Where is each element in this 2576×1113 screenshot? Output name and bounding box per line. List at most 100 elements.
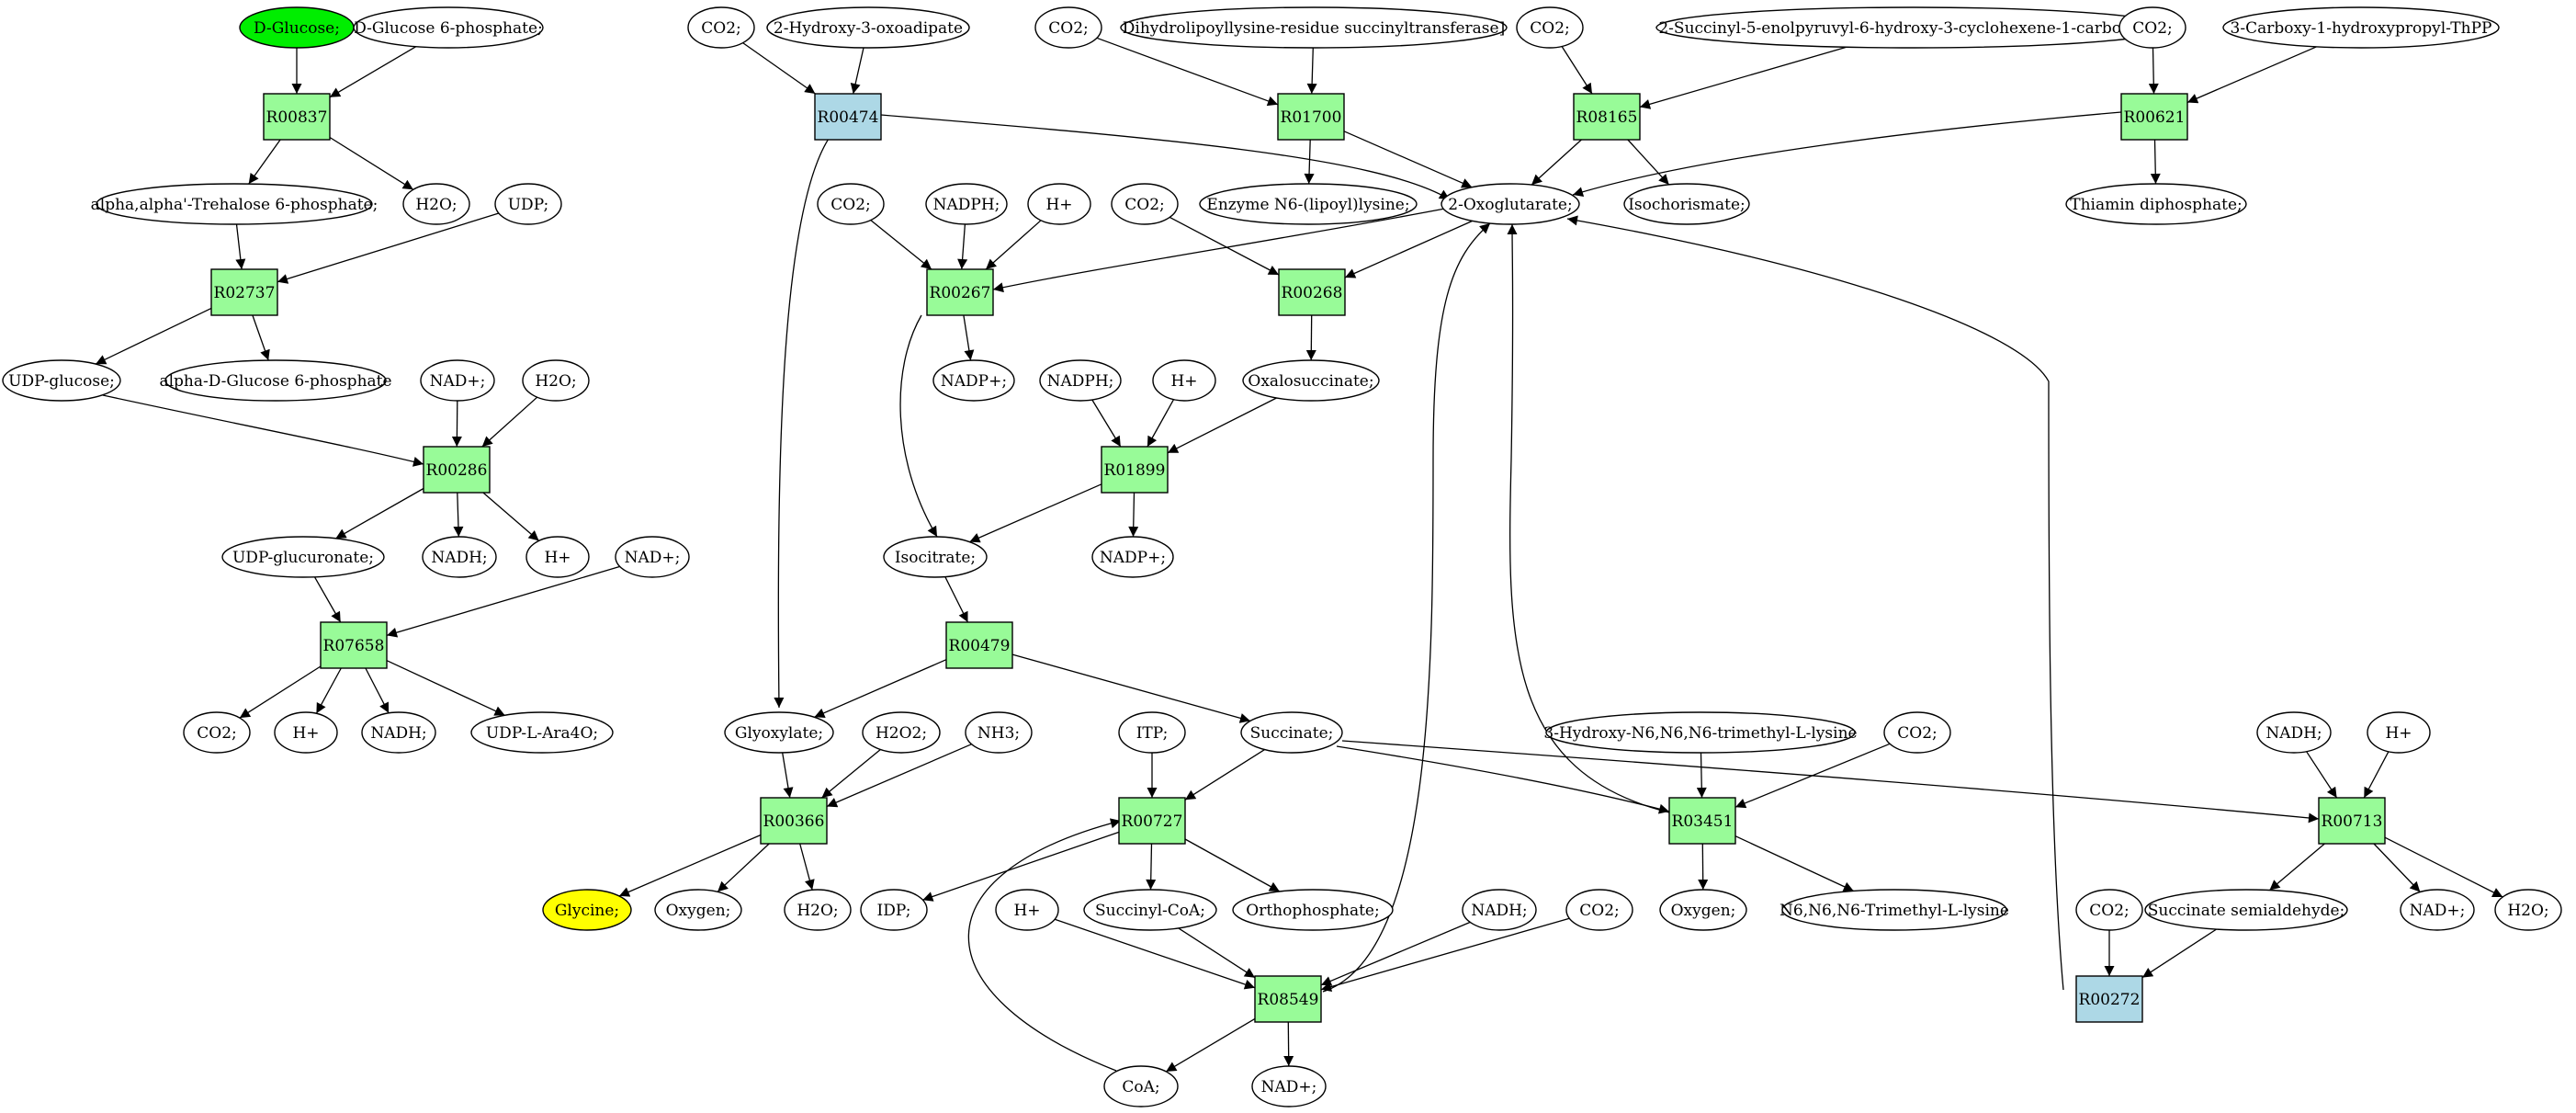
compound-ellipse [932, 359, 1015, 402]
edge-R00286-to-udpglucuronate [335, 487, 424, 539]
compound-node-oxalosuccinate: Oxalosuccinate; [1242, 359, 1380, 402]
compound-ellipse [96, 183, 373, 225]
edge-R00267-to-nadp_267 [963, 314, 975, 361]
compound-node-thiamin: Thiamin diphosphate; [2065, 183, 2247, 225]
compound-ellipse [766, 6, 970, 49]
node-label: NADPH; [1047, 372, 1114, 391]
compound-node-oxygen_366: Oxygen; [654, 889, 742, 931]
edge-R08165-to-oxoglutarate [1531, 139, 1582, 186]
edge-h_8549-to-R08549 [1054, 918, 1256, 990]
compound-node-nadh_286: NADH; [422, 536, 497, 578]
compound-node-succsemialdehyde: Succinate semialdehyde; [2144, 889, 2348, 931]
edge-succinate-to-R03451 [1336, 745, 1670, 814]
edge-nadph_1899-to-R01899 [1091, 399, 1122, 448]
reaction-node-R00272: R00272 [2075, 975, 2143, 1023]
compound-node-hydroxytrimethyl: 3-Hydroxy-N6,N6,N6-trimethyl-L-lysine [1543, 711, 1858, 754]
compound-node-h2o_713: H2O; [2494, 889, 2562, 931]
compound-node-coa: CoA; [1103, 1065, 1179, 1107]
reaction-box [210, 268, 278, 316]
compound-ellipse [2065, 183, 2247, 225]
node-label: H2O2; [876, 724, 927, 743]
edge-R00366-to-oxygen_366 [717, 843, 770, 892]
compound-node-co2_272: CO2; [2075, 889, 2143, 931]
edge-R00286-to-h_286 [482, 492, 540, 541]
reaction-box [1277, 93, 1345, 141]
node-label: Succinate semialdehyde; [2148, 902, 2345, 920]
edge-udp_1-to-R02737 [277, 212, 500, 284]
compound-node-h_7658: H+ [274, 711, 338, 754]
edge-R00727-to-orthophosphate [1184, 838, 1281, 892]
reaction-node-R00621: R00621 [2120, 93, 2188, 141]
compound-ellipse [784, 889, 852, 931]
node-label: H2O; [535, 372, 576, 391]
compound-ellipse [2, 359, 121, 402]
compound-ellipse [615, 536, 690, 578]
compound-ellipse [860, 889, 928, 931]
edge-R01899-to-isocitrate [969, 483, 1102, 543]
compound-node-udpglucose: UDP-glucose; [2, 359, 121, 402]
node-label: CO2; [1048, 19, 1089, 38]
edge-hydroxytrimethyl-to-R03451 [1696, 752, 1707, 799]
compound-node-co2_1700: CO2; [1034, 6, 1102, 49]
reaction-box [760, 797, 828, 845]
compound-ellipse [2222, 6, 2500, 49]
compound-node-co2_8165: CO2; [1516, 6, 1584, 49]
compound-ellipse [1103, 1065, 1179, 1107]
edge-oxoglutarate-to-R00268 [1344, 220, 1473, 278]
node-label: CO2; [2132, 19, 2173, 38]
node-label: R03451 [1672, 812, 1734, 831]
compound-node-h2o_286: H2O; [522, 359, 590, 402]
compound-ellipse [2494, 889, 2562, 931]
edge-udpglucose-to-R00286 [102, 394, 424, 467]
edge-oxalosuccinate-to-R01899 [1167, 397, 1277, 454]
reaction-box [1668, 797, 1736, 845]
compound-node-glyoxylate: Glyoxylate; [724, 711, 834, 754]
compound-ellipse [925, 183, 1008, 225]
compound-node-oxygen_3451: Oxygen; [1659, 889, 1747, 931]
compound-node-h_713: H+ [2367, 711, 2431, 754]
node-label: R00837 [266, 108, 328, 127]
edge-nadh_713-to-R00713 [2306, 751, 2338, 799]
node-label: H2O; [415, 196, 457, 214]
compound-ellipse [1232, 889, 1394, 931]
edge-R07658-to-h_7658 [315, 667, 342, 714]
node-label: CoA; [1122, 1078, 1159, 1096]
compound-node-h2o_1: H2O; [402, 183, 470, 225]
compound-ellipse [1120, 6, 1508, 49]
edge-R00286-to-nadh_286 [453, 492, 464, 538]
node-label: NAD+; [430, 372, 486, 391]
compound-node-h_286: H+ [525, 536, 590, 578]
compound-node-co2_268: CO2; [1111, 183, 1179, 225]
compound-node-nad_7658: NAD+; [615, 536, 690, 578]
node-label: Thiamin diphosphate; [2070, 196, 2242, 214]
reaction-node-R00474: R00474 [814, 93, 882, 141]
node-label: UDP; [508, 196, 549, 214]
compound-ellipse [1251, 1065, 1327, 1107]
edge-co2_267-to-R00267 [870, 219, 932, 270]
edge-R08549-to-nad_8549 [1283, 1021, 1294, 1067]
compound-ellipse [2118, 6, 2186, 49]
compound-ellipse [183, 711, 251, 754]
node-label: Oxygen; [1671, 902, 1736, 920]
edge-R00621-to-thiamin [2150, 139, 2161, 185]
compound-node-dglucose: D-Glucose; [239, 6, 355, 49]
reaction-box [320, 621, 388, 669]
reaction-box [1101, 446, 1169, 494]
node-label: 3-Hydroxy-N6,N6,N6-trimethyl-L-lysine [1543, 724, 1857, 743]
edge-nh3-to-R00366 [826, 744, 972, 808]
node-label: Succinate; [1250, 724, 1334, 743]
compound-ellipse [470, 711, 614, 754]
node-label: NADH; [1471, 902, 1527, 920]
reaction-node-R08165: R08165 [1573, 93, 1641, 141]
compound-ellipse [654, 889, 742, 931]
edge-succinylcoa-to-R08549 [1178, 927, 1256, 979]
compound-node-udp_1: UDP; [494, 183, 562, 225]
compound-ellipse [1623, 183, 1750, 225]
edge-h_267-to-R00267 [985, 220, 1042, 270]
reaction-box [1118, 797, 1186, 845]
reaction-node-R00727: R00727 [1118, 797, 1186, 845]
node-label: R00272 [2079, 991, 2141, 1009]
edge-hydroxyoxo-to-R00474 [850, 47, 864, 95]
compound-ellipse [1240, 711, 1343, 754]
edge-h_713-to-R00713 [2363, 751, 2390, 799]
